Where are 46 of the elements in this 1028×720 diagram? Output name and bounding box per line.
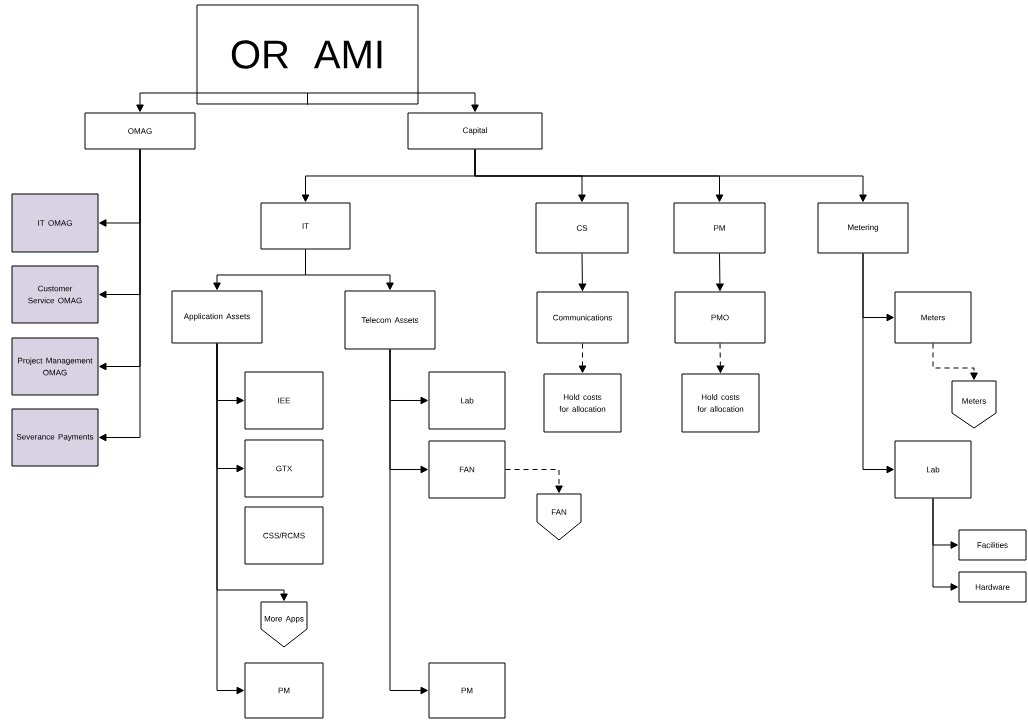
box: Customer Service OMAG: [11, 265, 99, 324]
box: Meters: [894, 291, 972, 344]
arrow: [307, 92, 479, 112]
box: Hold costs for allocation: [543, 373, 622, 433]
box: Severance Payments: [11, 408, 99, 467]
arrow: [136, 92, 308, 112]
box: IT OMAG: [11, 193, 99, 253]
box: PM: [673, 202, 766, 254]
arrow: [578, 343, 587, 373]
box: OMAG: [84, 112, 196, 150]
arrow: [862, 253, 894, 474]
arrow: [578, 253, 587, 291]
box: PM: [428, 662, 506, 719]
box: IT: [260, 202, 351, 250]
box: Metering: [817, 202, 909, 254]
box: GTX: [244, 439, 324, 498]
box: IEE: [244, 371, 324, 430]
box: Project Management OMAG: [11, 337, 99, 396]
box: Facilities: [958, 529, 1027, 561]
box: Lab: [428, 371, 506, 430]
box: Hold costs for allocation: [681, 373, 760, 433]
box: PMO: [674, 291, 766, 344]
arrow: [305, 249, 394, 290]
arrow: [389, 349, 428, 695]
box: PM: [244, 662, 324, 719]
arrow: [716, 343, 725, 373]
pentagon-box: More Apps: [260, 601, 308, 648]
arrow: [474, 149, 867, 202]
arrow: [932, 498, 958, 591]
box: CS: [535, 202, 629, 254]
box: Hardware: [958, 571, 1027, 603]
pentagon-box: FAN: [536, 493, 582, 541]
box: Application Assets: [171, 290, 263, 344]
arrow: [216, 343, 244, 695]
box: Capital: [407, 112, 543, 150]
arrow: [716, 253, 724, 291]
pentagon-box: Meters: [951, 380, 997, 429]
box: Telecom Assets: [344, 290, 436, 350]
arrow: [932, 343, 978, 380]
arrow: [99, 149, 141, 442]
box: Lab: [894, 440, 972, 499]
arrow: [505, 469, 563, 493]
box: CSS/RCMS: [244, 506, 324, 565]
box: FAN: [428, 440, 506, 499]
box: Communications: [536, 291, 629, 344]
box: OR AMI: [196, 4, 419, 105]
